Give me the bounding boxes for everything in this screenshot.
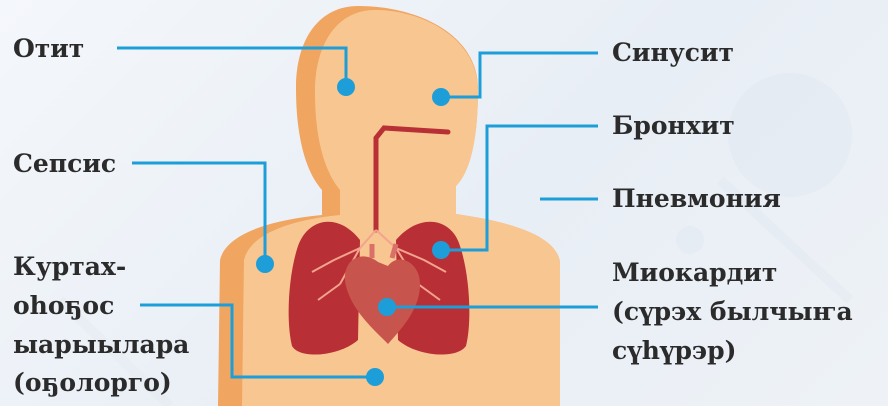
label-children-intestinal-3: ыарыылара bbox=[13, 326, 189, 363]
label-sinusitis: Синусит bbox=[612, 34, 734, 71]
label-myocarditis-3: сүһүрэр) bbox=[612, 332, 736, 369]
label-myocarditis-1: Миокардит bbox=[612, 254, 777, 291]
label-children-intestinal-2: оһоҕос bbox=[13, 287, 114, 324]
otitis-dot bbox=[337, 78, 355, 96]
label-children-intestinal-1: Куртах- bbox=[13, 248, 126, 285]
bronchitis-dot bbox=[432, 241, 450, 259]
label-otitis: Отит bbox=[13, 30, 84, 67]
label-bronchitis: Бронхит bbox=[612, 107, 735, 144]
sinusitis-dot bbox=[432, 88, 450, 106]
myocarditis-dot bbox=[378, 298, 396, 316]
label-children-intestinal-4: (оҕолорго) bbox=[13, 364, 172, 401]
body bbox=[242, 10, 560, 406]
sepsis-dot bbox=[256, 255, 274, 273]
children-dot bbox=[366, 368, 384, 386]
label-sepsis: Сепсис bbox=[13, 145, 116, 182]
label-pneumonia: Пневмония bbox=[612, 180, 781, 217]
label-myocarditis-2: (сүрэх былчыҥа bbox=[612, 293, 853, 330]
